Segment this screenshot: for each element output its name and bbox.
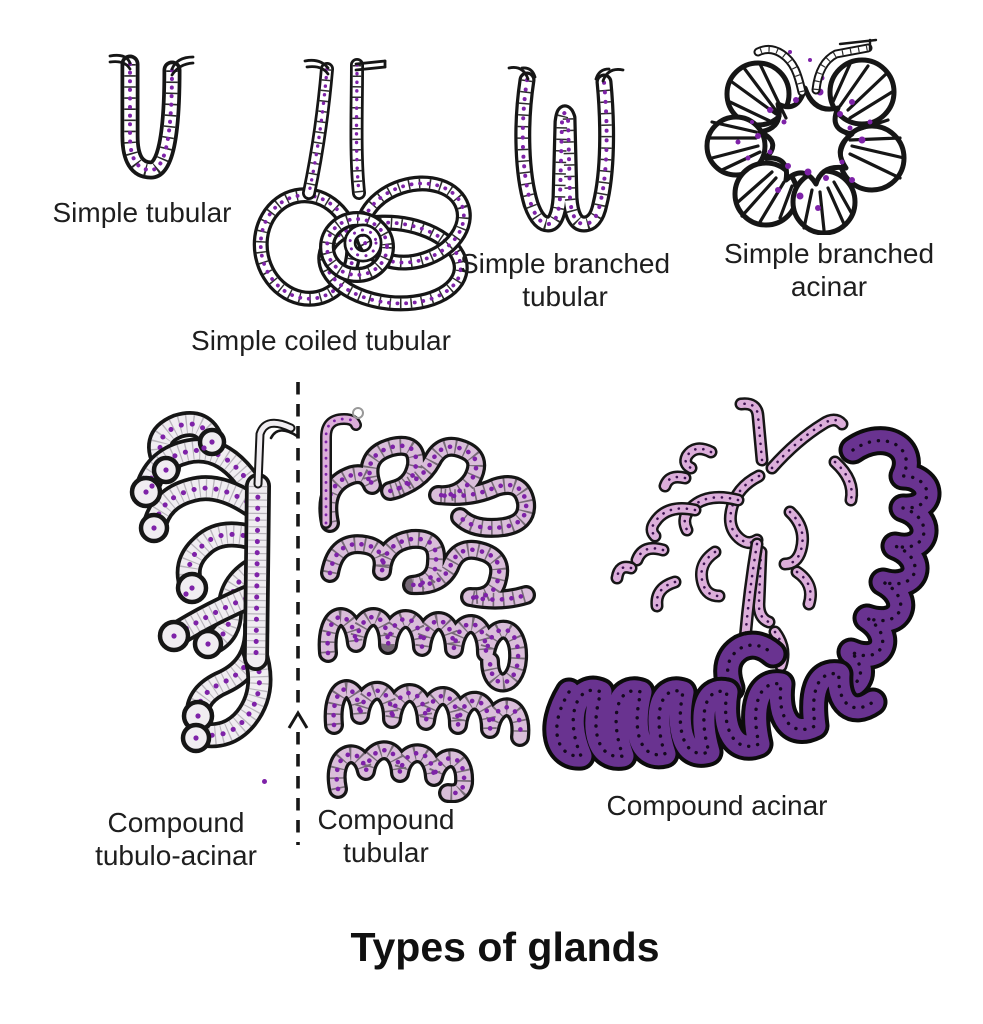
simple-branched-acinar-label: Simple branched acinar (723, 238, 935, 302)
stray-dot (262, 779, 267, 784)
compound-acinar-illustration (535, 392, 955, 792)
duct (753, 38, 878, 97)
simple-tubular-illustration (108, 53, 195, 190)
acinar-end-bulbs (129, 427, 227, 754)
caret-mark (287, 710, 309, 729)
simple-branched-tubular-label: Simple branched tubular (459, 248, 671, 312)
compound-tubulo-acinar-illustration (129, 398, 299, 754)
coiled-tubules (328, 446, 527, 793)
duct-rim (108, 53, 195, 77)
compound-tubular-illustration (300, 407, 545, 803)
duct-tree (617, 404, 852, 672)
simple-tubular-label: Simple tubular (52, 197, 232, 228)
branched-tubules (523, 80, 607, 224)
duct (326, 407, 364, 523)
simple-branched-acinar-illustration (704, 38, 907, 235)
bubble (352, 407, 364, 419)
compound-acinar-label: Compound acinar (606, 790, 828, 821)
duct-rim (507, 66, 625, 83)
simple-coiled-tubular-label: Simple coiled tubular (191, 325, 451, 356)
compound-tubular-label: Compound tubular (317, 804, 455, 868)
simple-coiled-tubular-illustration (245, 55, 495, 313)
cell-walls (708, 62, 906, 232)
divider-dashed-line (287, 382, 309, 845)
duct (253, 418, 299, 489)
descending-duct (309, 65, 359, 193)
secretory-tubule (130, 64, 172, 170)
compound-tubulo-acinar-label: Compound tubulo-acinar (95, 807, 257, 871)
simple-branched-tubular-illustration (507, 66, 625, 248)
duct-rim (303, 58, 387, 76)
diagram-title: Types of glands (350, 924, 660, 970)
acinar-lobes (704, 57, 907, 235)
